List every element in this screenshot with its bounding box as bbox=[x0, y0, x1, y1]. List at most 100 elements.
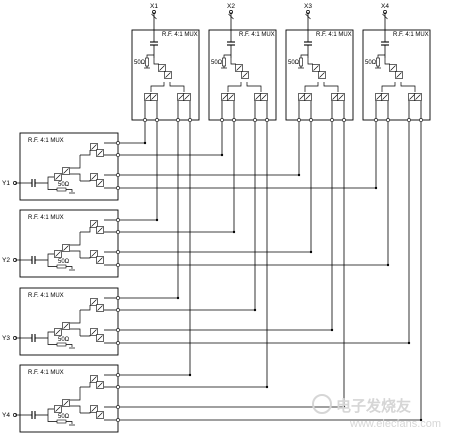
resistor-label: 50Ω bbox=[58, 259, 70, 265]
switch-blade bbox=[91, 174, 97, 180]
switch-symbol bbox=[183, 93, 191, 101]
branch bbox=[400, 82, 416, 92]
output-pin bbox=[116, 141, 120, 145]
switch-symbol bbox=[62, 244, 70, 252]
junction-dot bbox=[407, 341, 411, 345]
watermark-logo bbox=[312, 394, 332, 414]
switch-symbol bbox=[395, 71, 403, 79]
switch-symbol bbox=[62, 167, 70, 175]
switch-symbol bbox=[90, 328, 98, 336]
interconnect-wires bbox=[118, 120, 423, 422]
mux-box bbox=[19, 209, 119, 278]
switch-lead bbox=[307, 58, 313, 65]
column-input-label: X2 bbox=[227, 3, 235, 10]
switch-blade bbox=[261, 94, 267, 100]
switch-blade bbox=[97, 305, 103, 311]
switch-blade bbox=[376, 94, 382, 100]
mux-box bbox=[19, 132, 119, 201]
ground-lead bbox=[66, 189, 73, 192]
switch-blade bbox=[165, 72, 171, 78]
switch-blade bbox=[338, 94, 344, 100]
switch-symbol bbox=[90, 298, 98, 306]
switch-blade bbox=[55, 329, 61, 335]
output-pin bbox=[116, 385, 120, 389]
switch-symbol bbox=[54, 405, 62, 413]
junction-dot bbox=[419, 418, 423, 422]
resistor-label: 50Ω bbox=[288, 60, 300, 66]
switch-symbol bbox=[90, 143, 98, 151]
mux-box bbox=[19, 364, 119, 433]
switch-blade bbox=[313, 65, 319, 71]
output-pin bbox=[386, 118, 390, 122]
switch-symbol bbox=[304, 93, 312, 101]
resistor-lead bbox=[146, 54, 154, 58]
branch bbox=[70, 232, 81, 246]
output-pin bbox=[188, 118, 192, 122]
branch bbox=[80, 412, 91, 414]
resistor-label: 50Ω bbox=[365, 60, 377, 66]
branch bbox=[70, 173, 81, 181]
branch bbox=[70, 250, 81, 258]
resistor-lead bbox=[47, 338, 57, 345]
switch-blade bbox=[63, 323, 69, 329]
resistor-label: 50Ω bbox=[211, 60, 223, 66]
switch-symbol bbox=[96, 411, 104, 419]
switch-symbol bbox=[90, 173, 98, 181]
resistor-lead bbox=[47, 260, 57, 267]
column-input-label: X3 bbox=[304, 3, 312, 10]
resistor-label: 50Ω bbox=[58, 337, 70, 343]
switch-blade bbox=[97, 257, 103, 263]
branch bbox=[227, 82, 242, 92]
row-input-label: Y2 bbox=[2, 257, 10, 264]
switch-blade bbox=[91, 406, 97, 412]
junction-dot bbox=[220, 153, 224, 157]
resistor bbox=[56, 419, 67, 424]
ground-lead bbox=[66, 266, 73, 269]
switch-blade bbox=[409, 94, 415, 100]
junction-dot bbox=[188, 373, 192, 377]
resistor-label: 50Ω bbox=[134, 60, 146, 66]
switch-lead bbox=[384, 58, 390, 65]
switch-blade bbox=[63, 245, 69, 251]
switch-blade bbox=[222, 94, 228, 100]
output-pin bbox=[116, 296, 120, 300]
switch-blade bbox=[236, 65, 242, 71]
junction-dot bbox=[176, 296, 180, 300]
branch bbox=[80, 382, 91, 388]
switch-symbol bbox=[381, 93, 389, 101]
output-pin bbox=[143, 118, 147, 122]
mux-title: R.F. 4:1 MUX bbox=[28, 215, 64, 221]
switch-symbol bbox=[96, 334, 104, 342]
branch bbox=[246, 82, 262, 92]
mux-title: R.F. 4:1 MUX bbox=[28, 138, 64, 144]
switch-blade bbox=[159, 65, 165, 71]
switch-symbol bbox=[164, 71, 172, 79]
row-input-label: Y4 bbox=[2, 412, 10, 419]
switch-symbol bbox=[389, 64, 397, 72]
switch-blade bbox=[178, 94, 184, 100]
switch-symbol bbox=[260, 93, 268, 101]
switch-lead bbox=[47, 331, 54, 338]
switch-blade bbox=[91, 251, 97, 257]
switch-blade bbox=[97, 335, 103, 341]
branch bbox=[70, 387, 81, 401]
junction-dot bbox=[265, 385, 269, 389]
junction-dot bbox=[374, 186, 378, 190]
junction-dot bbox=[253, 308, 257, 312]
resistor-lead bbox=[47, 415, 57, 422]
output-pin bbox=[330, 118, 334, 122]
resistor bbox=[56, 187, 67, 192]
branch bbox=[323, 82, 339, 92]
switch-blade bbox=[55, 174, 61, 180]
branch bbox=[150, 82, 165, 92]
switch-blade bbox=[91, 144, 97, 150]
switch-symbol bbox=[96, 256, 104, 264]
switch-symbol bbox=[54, 173, 62, 181]
switch-symbol bbox=[96, 304, 104, 312]
output-pin bbox=[297, 118, 301, 122]
output-pin bbox=[116, 173, 120, 177]
branch bbox=[70, 405, 81, 413]
output-pin bbox=[342, 118, 346, 122]
